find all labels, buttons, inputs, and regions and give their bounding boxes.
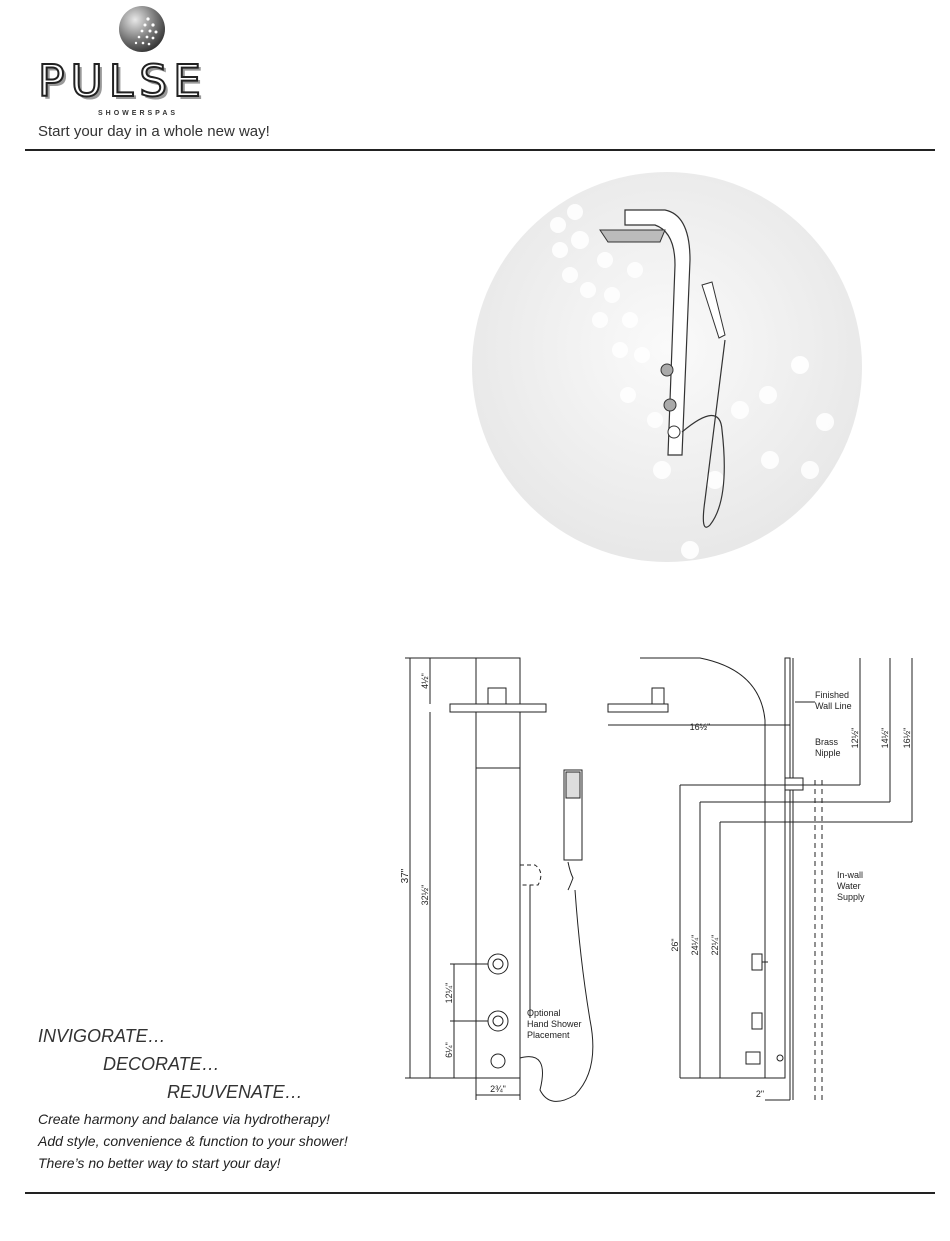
dim-h2: 24¼" bbox=[690, 935, 700, 956]
dim-lower-offset: 6¼" bbox=[444, 1042, 454, 1058]
dim-r3: 16½" bbox=[902, 728, 912, 749]
callout-optional-2: Hand Shower bbox=[527, 1019, 582, 1029]
dim-head-reach: 16½" bbox=[690, 722, 711, 732]
callout-finished-wall-2: Wall Line bbox=[815, 701, 852, 711]
logo-mark bbox=[118, 5, 166, 53]
callout-inwall-1: In-wall bbox=[837, 870, 863, 880]
copy-line: There’s no better way to start your day! bbox=[38, 1155, 281, 1171]
callout-finished-wall-1: Finished bbox=[815, 690, 849, 700]
copy-line: Add style, convenience & function to you… bbox=[38, 1133, 348, 1149]
dim-h1: 26" bbox=[670, 938, 680, 951]
dim-r1: 12½" bbox=[850, 728, 860, 749]
product-illustration bbox=[470, 170, 865, 565]
dim-body-height: 32½" bbox=[420, 885, 430, 906]
dim-depth: 2" bbox=[756, 1089, 764, 1099]
tagline: Start your day in a whole new way! bbox=[38, 123, 270, 140]
dim-h3: 22¼" bbox=[710, 935, 720, 956]
slogan-line-2: DECORATE… bbox=[103, 1054, 220, 1074]
dim-top-offset: 4½" bbox=[420, 673, 430, 689]
callout-optional-1: Optional bbox=[527, 1008, 561, 1018]
top-divider bbox=[25, 149, 935, 151]
dim-jet-spacing: 12¼" bbox=[444, 983, 454, 1004]
water-bubbles bbox=[550, 204, 834, 559]
brand-name: PULSE bbox=[37, 55, 207, 108]
copy-line: Create harmony and balance via hydrother… bbox=[38, 1111, 330, 1127]
slogan-line-1: INVIGORATE… bbox=[38, 1026, 166, 1046]
shower-logo-icon bbox=[119, 6, 165, 52]
technical-drawing: 37" 4½" 32½" 12¼" 6¼" 2¾" 16½" 26" 24¼" … bbox=[390, 640, 930, 1110]
dim-r2: 14½" bbox=[880, 728, 890, 749]
dim-total-height: 37" bbox=[400, 868, 411, 883]
callout-inwall-2: Water bbox=[837, 881, 861, 891]
callout-inwall-3: Supply bbox=[837, 892, 865, 902]
dim-width: 2¾" bbox=[490, 1084, 506, 1094]
side-view bbox=[607, 657, 913, 1101]
bottom-divider bbox=[25, 1192, 935, 1194]
front-dimensions bbox=[405, 657, 521, 1100]
copy-block: Create harmony and balance via hydrother… bbox=[38, 1108, 398, 1174]
callout-optional-3: Placement bbox=[527, 1030, 570, 1040]
callout-brass-1: Brass bbox=[815, 737, 839, 747]
slogan-line-3: REJUVENATE… bbox=[167, 1082, 303, 1102]
brand-subtitle: SHOWERSPAS bbox=[98, 110, 179, 117]
front-view bbox=[449, 657, 594, 1102]
callout-brass-2: Nipple bbox=[815, 748, 841, 758]
